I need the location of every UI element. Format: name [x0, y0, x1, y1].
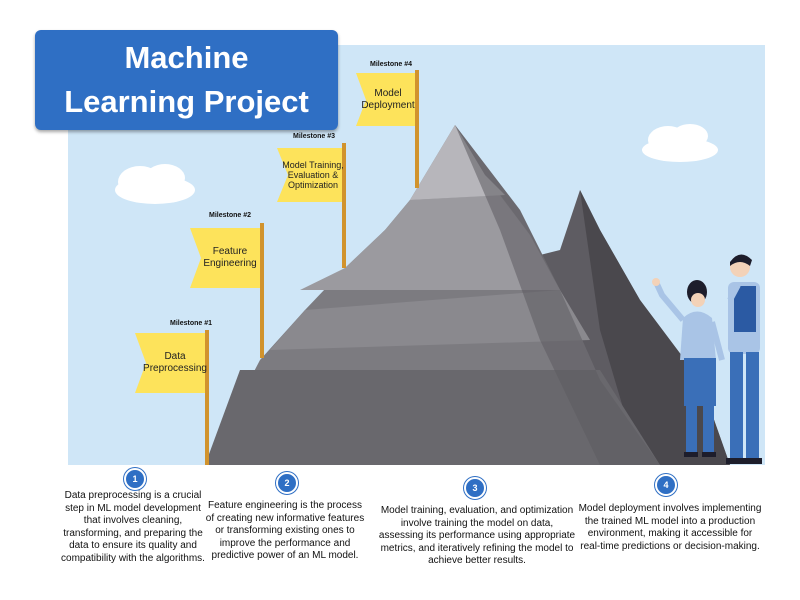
description-2: Feature engineering is the process of cr…	[205, 500, 365, 561]
page-title: Machine Learning Project	[64, 40, 309, 119]
flag-1	[135, 333, 205, 393]
flag-4	[356, 73, 415, 126]
milestone-tag-4: Milestone #4	[370, 61, 413, 68]
milestone-tag-3: Milestone #3	[293, 133, 336, 140]
flag-label-2: Feature Engineering	[203, 246, 257, 269]
man-figure	[726, 254, 762, 464]
cloud-icon	[115, 164, 195, 204]
flag-label-3: Model Training, Evaluation & Optimizatio…	[282, 160, 344, 190]
woman-figure	[652, 278, 725, 457]
title-banner: Machine Learning Project	[35, 30, 338, 130]
milestone-tag-1: Milestone #1	[170, 320, 213, 327]
flag-label-1: Data Preprocessing	[143, 351, 207, 374]
description-4: Model deployment involves implementing t…	[578, 503, 762, 552]
step-number-2: 2	[276, 472, 298, 494]
flag-poles	[205, 70, 419, 465]
flag-3	[277, 148, 342, 202]
step-number-3: 3	[464, 477, 486, 499]
flag-label-4: Model Deployment	[361, 88, 415, 111]
description-1: Data preprocessing is a crucial step in …	[61, 490, 205, 564]
flag-2	[190, 228, 260, 288]
description-3: Model training, evaluation, and optimiza…	[378, 505, 576, 566]
milestone-tag-2: Milestone #2	[209, 212, 252, 219]
step-number-4: 4	[655, 474, 677, 496]
flags	[135, 73, 415, 393]
main-mountain	[205, 125, 660, 465]
cloud-icon	[642, 124, 718, 162]
step-number-1: 1	[124, 468, 146, 490]
